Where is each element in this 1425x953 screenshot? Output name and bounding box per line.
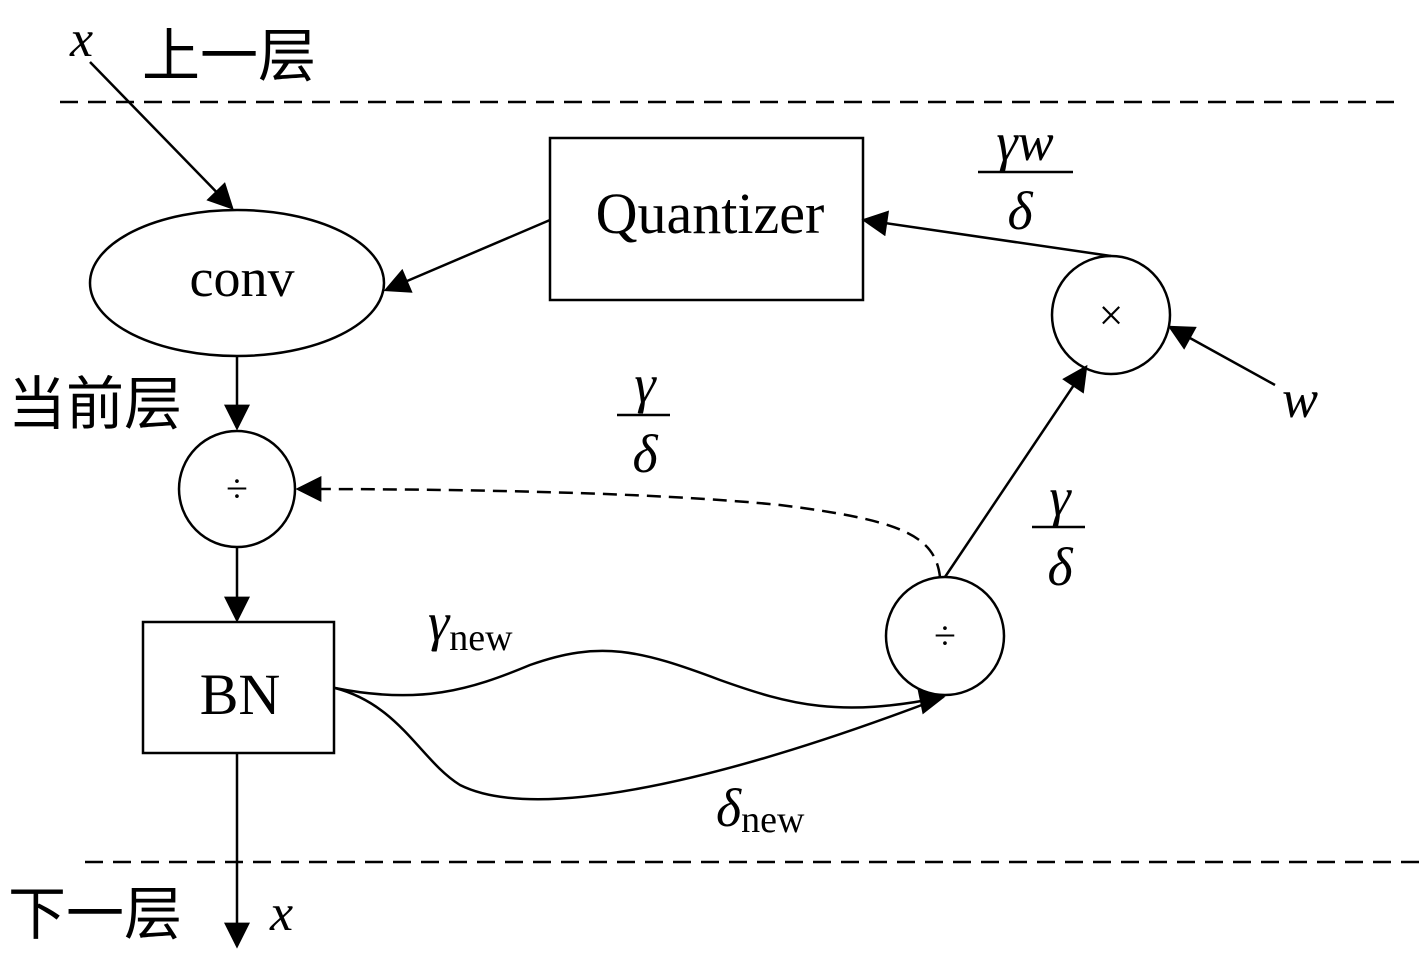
gamma-new-curve: [334, 649, 946, 715]
gamma-new-symbol: γ: [428, 592, 451, 652]
divide-right-symbol: ÷: [934, 613, 956, 658]
quantizer-label: Quantizer: [596, 181, 825, 246]
delta-denominator-right: δ: [1047, 537, 1073, 597]
delta-denominator-dashed: δ: [632, 424, 658, 484]
bn-label: BN: [200, 662, 281, 727]
delta-new-curve: [334, 686, 944, 801]
delta-new-label: δnew: [716, 778, 805, 841]
weight-label: w: [1282, 369, 1318, 429]
conv-label: conv: [190, 248, 295, 308]
input-x-label: x: [69, 11, 93, 68]
previous-layer-label: 上一层: [142, 22, 316, 90]
gamma-numerator-right: γ: [1049, 467, 1072, 527]
quantizer-node: [548, 136, 865, 302]
current-layer-label: 当前层: [8, 370, 182, 438]
delta-new-symbol: δ: [716, 778, 742, 838]
gamma-over-delta-feedback: [295, 476, 942, 578]
bn-node: [141, 620, 336, 755]
output-x-label: x: [269, 885, 293, 942]
gamma-w-over-delta-label: γw δ: [978, 112, 1073, 241]
gamma-over-delta-dashed-label: γ δ: [617, 354, 670, 484]
quantizer-to-conv-arrow: [383, 218, 551, 293]
weight-to-multiply-arrow: [1167, 325, 1276, 387]
gamma-w-denominator: δ: [1007, 181, 1033, 241]
gamma-new-label: γnew: [428, 592, 513, 659]
multiply-symbol: ×: [1099, 291, 1124, 340]
divide-current-symbol: ÷: [226, 466, 248, 511]
divide-to-multiply-arrow: [943, 364, 1088, 578]
input-arrow: [89, 61, 234, 210]
gamma-numerator-dashed: γ: [634, 354, 657, 414]
gamma-w-numerator: γw: [996, 112, 1053, 172]
gamma-over-delta-right-label: γ δ: [1032, 467, 1085, 597]
multiply-to-quantizer-arrow: [861, 210, 1112, 258]
delta-new-subscript: new: [741, 799, 805, 841]
gamma-new-subscript: new: [449, 617, 513, 659]
next-layer-label: 下一层: [8, 880, 182, 948]
